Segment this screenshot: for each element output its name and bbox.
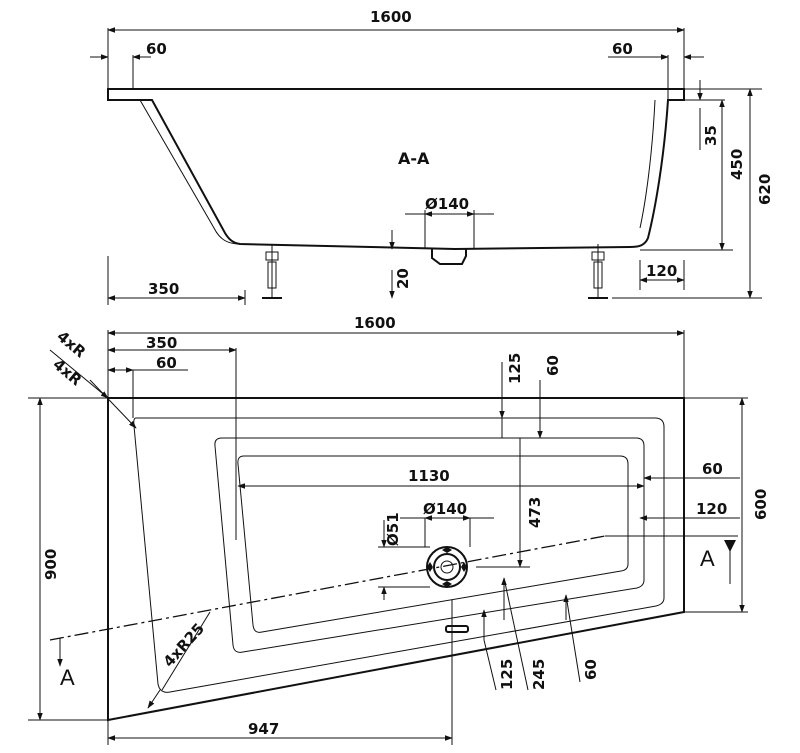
plan-dim-right-60: 60 [702, 460, 723, 478]
plan-drain [426, 546, 468, 588]
plan-dim-1600: 1600 [354, 314, 396, 332]
plan-overflow [445, 625, 469, 633]
plan-dim-top-125: 125 [506, 353, 524, 384]
sec-dim-620: 620 [756, 174, 774, 205]
sec-dim-60-left: 60 [146, 40, 167, 58]
section-title: A-A [398, 149, 430, 168]
section-drain [431, 249, 467, 265]
plan-dim-1130: 1130 [408, 467, 450, 485]
plan-dim-473: 473 [526, 497, 544, 528]
plan-basin-outer [214, 437, 645, 653]
plan-dim-60: 60 [156, 354, 177, 372]
sec-dim-60-right: 60 [612, 40, 633, 58]
cut-mark-left: A [60, 665, 75, 690]
section-line [49, 535, 606, 641]
sec-dim-20: 20 [394, 268, 412, 289]
plan-view: A A [28, 314, 770, 745]
right-foot [588, 244, 608, 299]
plan-dim-4xR-b: 4xR [49, 355, 85, 389]
cut-mark-right: A [700, 546, 715, 571]
plan-dim-600: 600 [752, 489, 770, 520]
sec-dim-350: 350 [148, 280, 179, 298]
plan-dim-bottom-60: 60 [582, 659, 600, 680]
section-view: 1600 60 60 35 450 620 A-A Ø140 20 350 12… [90, 8, 774, 305]
sec-dim-450: 450 [728, 149, 746, 180]
plan-dim-900: 900 [42, 549, 60, 580]
sec-dim-1600: 1600 [370, 8, 412, 26]
sec-dim-drain: Ø140 [425, 195, 469, 213]
sec-dim-35: 35 [702, 125, 720, 146]
sec-dim-120: 120 [646, 262, 677, 280]
plan-rim-contour [133, 417, 665, 693]
tub-section-inner-wall [139, 99, 656, 245]
left-foot [262, 244, 282, 299]
plan-dim-4xR25: 4xR25 [160, 620, 209, 671]
tub-section-outline [107, 88, 685, 251]
plan-dim-947: 947 [248, 720, 279, 738]
plan-dim-drain: Ø140 [423, 500, 467, 518]
plan-dim-top-60: 60 [544, 355, 562, 376]
plan-dim-bottom-125: 125 [498, 659, 516, 690]
plan-dim-51: Ø51 [384, 512, 402, 546]
plan-basin-inner [237, 455, 629, 633]
plan-dim-350: 350 [146, 334, 177, 352]
plan-dim-right-120: 120 [696, 500, 727, 518]
plan-dim-bottom-245: 245 [530, 659, 548, 690]
